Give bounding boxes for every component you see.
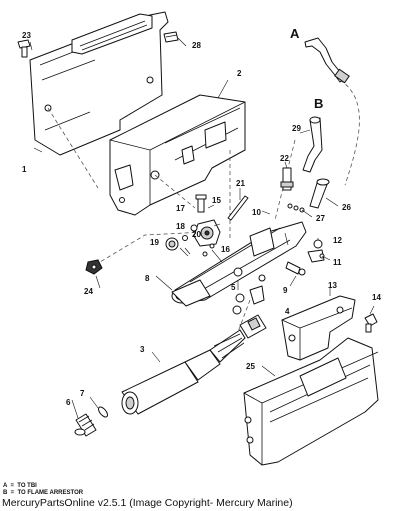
callout-19: 19: [150, 238, 159, 247]
callout-6: 6: [66, 398, 71, 407]
fittings-6-7: [74, 406, 108, 437]
tube-8: [171, 279, 211, 307]
nut-24: [85, 259, 103, 275]
callout-20: 20: [192, 230, 201, 239]
screw-23: [17, 39, 31, 58]
callout-8: 8: [145, 274, 150, 283]
clip-28: [163, 31, 179, 43]
housing: [109, 94, 246, 216]
guide-lines: [47, 79, 360, 341]
callout-29: 29: [292, 124, 301, 133]
fitting-27: [287, 203, 305, 213]
regulator-15: [193, 219, 221, 247]
bracket-13: [281, 295, 356, 361]
callout-14: 14: [372, 293, 381, 302]
callout-4: 4: [285, 307, 290, 316]
legend-b: B = TO FLAME ARRESTOR: [3, 490, 84, 496]
callout-25: 25: [246, 362, 255, 371]
hose-flame-arrestor: [302, 116, 323, 173]
callout-9: 9: [283, 286, 288, 295]
callout-23: 23: [22, 31, 31, 40]
callout-13: 13: [328, 281, 337, 290]
leader-lines: [29, 37, 375, 419]
fitting-22: [280, 167, 294, 191]
callout-5: 5: [231, 283, 236, 292]
callout-22: 22: [280, 154, 289, 163]
fitting-11-12: [307, 239, 325, 263]
fitting-16: [209, 243, 215, 249]
mounting-bracket: [29, 11, 169, 156]
marker-a: A: [290, 26, 300, 41]
callout-28: 28: [192, 41, 201, 50]
callout-15: 15: [212, 196, 221, 205]
callout-18: 18: [176, 222, 185, 231]
callout-21: 21: [236, 179, 245, 188]
callout-10: 10: [252, 208, 261, 217]
callout-24: 24: [84, 287, 93, 296]
hose-to-tbi: [304, 37, 350, 84]
callout-26: 26: [342, 203, 351, 212]
small-parts: [165, 224, 208, 257]
copyright-footer: MercuryPartsOnline v2.5.1 (Image Copyrig…: [2, 497, 293, 509]
callout-7: 7: [80, 389, 85, 398]
callout-11: 11: [333, 258, 342, 267]
callout-12: 12: [333, 236, 342, 245]
legend-a: A = TO TBI: [3, 483, 37, 489]
valve-26: [309, 178, 330, 209]
callout-1: 1: [22, 165, 27, 174]
rod-21: [227, 195, 249, 221]
callout-16: 16: [221, 245, 230, 254]
callout-2: 2: [237, 69, 242, 78]
callout-17: 17: [176, 204, 185, 213]
tank-25: [243, 337, 379, 466]
fitting-9: [285, 261, 306, 276]
bolt-14: [364, 313, 378, 333]
marker-b: B: [314, 96, 323, 111]
bolt-17: [195, 194, 207, 213]
callout-27: 27: [316, 214, 325, 223]
callout-3: 3: [140, 345, 145, 354]
fittings-4-5: [232, 274, 266, 315]
fuel-pump: [121, 314, 267, 415]
